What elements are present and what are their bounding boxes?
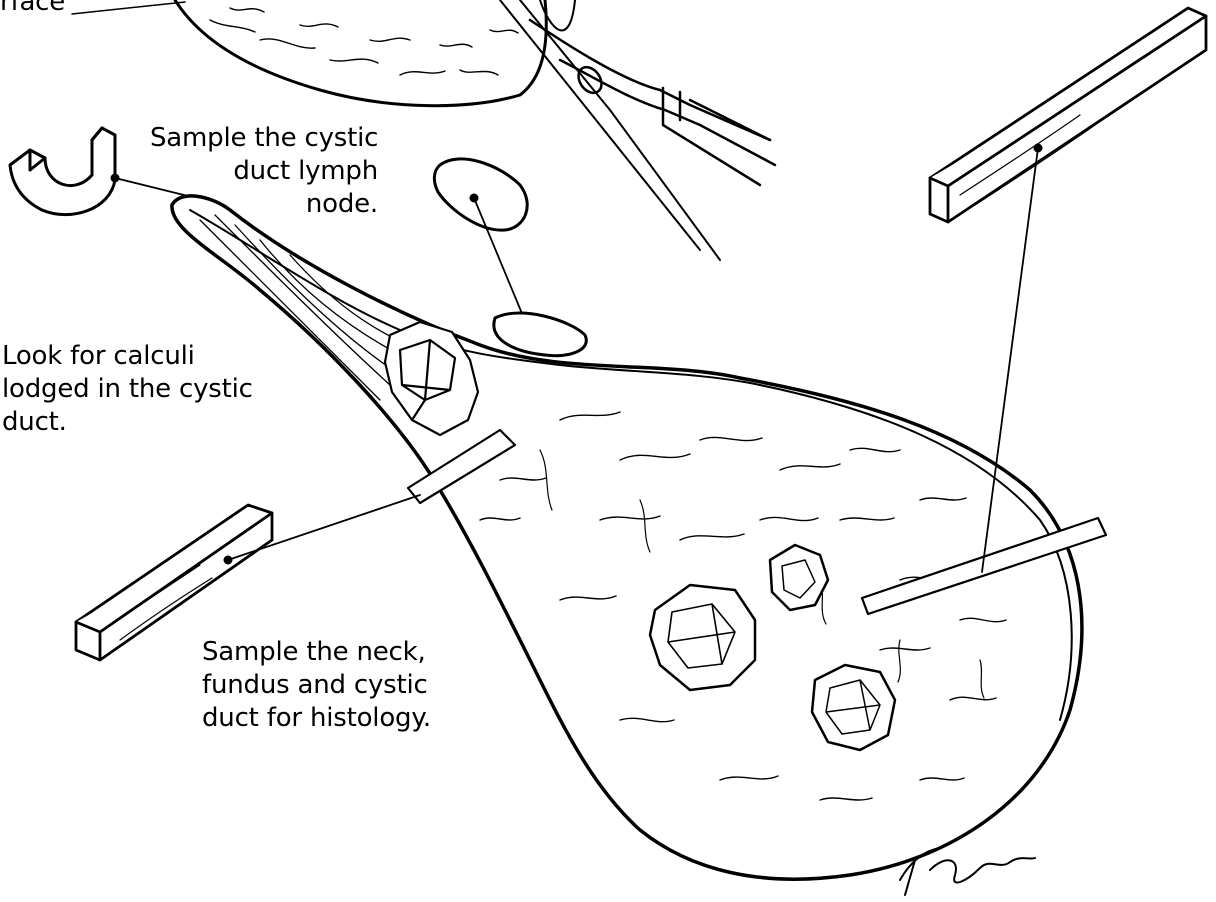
histology-label-line: duct for histology. <box>202 702 431 735</box>
lymph-node-label-line: duct lymph <box>150 155 378 188</box>
calculi-label-line: duct. <box>2 406 253 439</box>
histology-label-line: Sample the neck, <box>202 636 431 669</box>
duct-ring-section <box>10 128 115 215</box>
fundus-leader-dot <box>1034 144 1042 152</box>
lymph-node-leader-dot <box>470 194 478 202</box>
gallbladder <box>172 196 1082 879</box>
histology-label-line: fundus and cystic <box>202 669 431 702</box>
surface-label: rface <box>0 0 65 19</box>
calculi-label-line: Look for calculi <box>2 340 253 373</box>
surface-leader-line <box>72 2 185 14</box>
lymph-node-label: Sample the cystic duct lymph node. <box>150 122 378 221</box>
duct-lymph-node <box>494 313 586 356</box>
lymph-node <box>434 159 527 230</box>
tissue-block-fundus <box>930 8 1206 222</box>
calculi-label-line: lodged in the cystic <box>2 373 253 406</box>
lymph-node-label-line: Sample the cystic <box>150 122 378 155</box>
neck-leader-dot <box>224 556 232 564</box>
calculi-label: Look for calculi lodged in the cystic du… <box>2 340 253 439</box>
ring-leader-dot <box>111 174 119 182</box>
histology-label: Sample the neck, fundus and cystic duct … <box>202 636 431 735</box>
lymph-node-label-line: node. <box>150 188 378 221</box>
liver-surface-fragment <box>175 0 546 106</box>
